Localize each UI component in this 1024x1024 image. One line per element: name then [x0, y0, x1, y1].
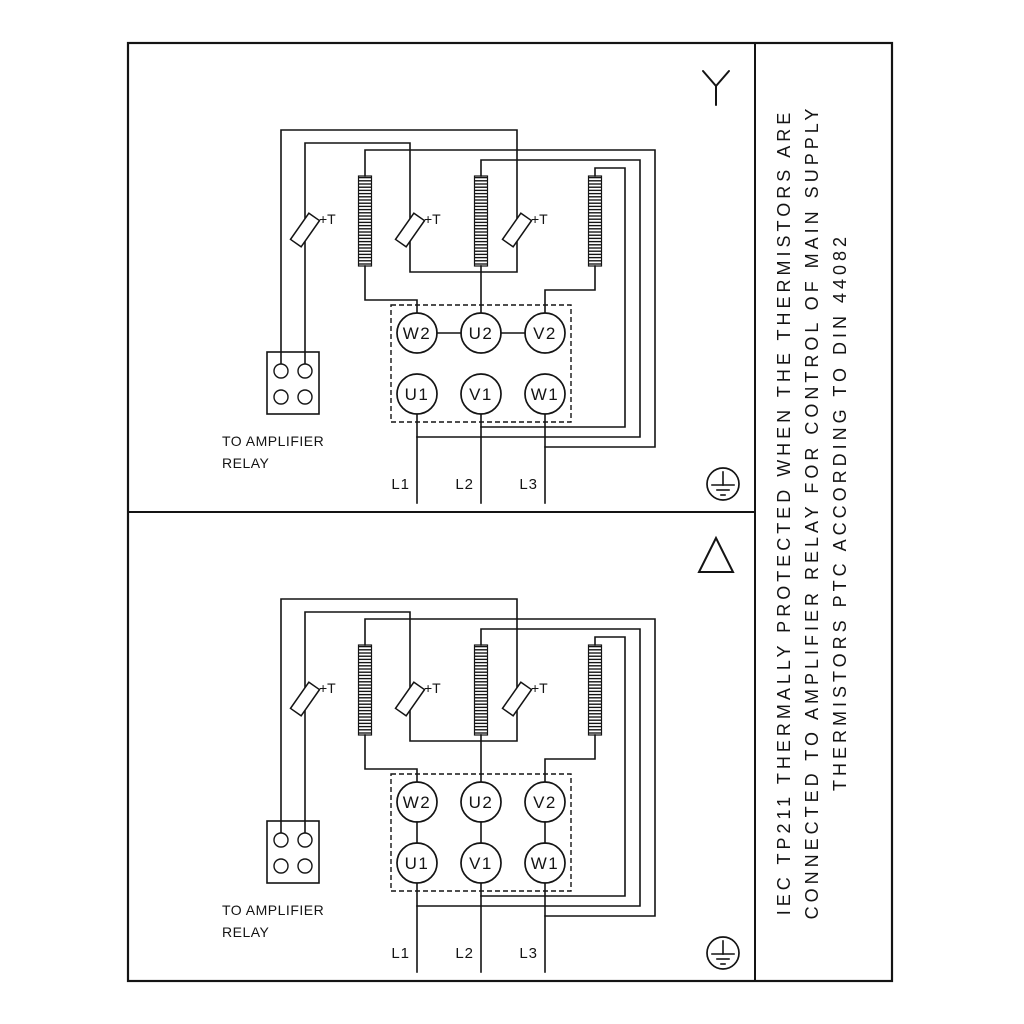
terminal-label: W1 [531, 385, 560, 404]
delta-connection-icon [697, 535, 735, 573]
terminal-label: W1 [531, 854, 560, 873]
side-note: IEC TP211 THERMALLY PROTECTED WHEN THE T… [774, 105, 850, 920]
supply-label-l1: L1 [391, 476, 410, 493]
terminal-label: W2 [403, 324, 432, 343]
supply-label-l1: L1 [391, 945, 410, 962]
side-note-line-2: CONNECTED TO AMPLIFIER RELAY FOR CONTROL… [802, 105, 822, 920]
relay-label: RELAY [222, 455, 270, 471]
terminal-label: U1 [405, 854, 430, 873]
terminal-label: V1 [469, 385, 493, 404]
terminal-label: V2 [533, 793, 557, 812]
supply-label-l3: L3 [519, 945, 538, 962]
relay-label: TO AMPLIFIER [222, 902, 324, 918]
relay-label: TO AMPLIFIER [222, 433, 324, 449]
supply-label-l2: L2 [455, 476, 474, 493]
delta-panel-wiring [266, 598, 740, 973]
thermistor-label: +T [531, 211, 548, 227]
side-note-line-3: THERMISTORS PTC ACCORDING TO DIN 44082 [830, 233, 850, 791]
thermistor-label: +T [424, 680, 441, 696]
thermistor-label: +T [319, 680, 336, 696]
supply-label-l2: L2 [455, 945, 474, 962]
supply-label-l3: L3 [519, 476, 538, 493]
relay-label: RELAY [222, 924, 270, 940]
star-panel-labels: W2 U2 V2 U1 V1 W1 +T +T +T TO AMPLIFIER … [222, 211, 560, 493]
delta-bridge-links [416, 821, 546, 844]
terminal-label: V1 [469, 854, 493, 873]
terminal-label: V2 [533, 324, 557, 343]
delta-panel-labels: W2 U2 V2 U1 V1 W1 +T +T +T TO AMPLIFIER … [222, 680, 560, 962]
star-connection-icon [702, 70, 730, 106]
thermistor-label: +T [319, 211, 336, 227]
terminal-label: W2 [403, 793, 432, 812]
thermistor-label: +T [424, 211, 441, 227]
terminal-label: U2 [469, 324, 494, 343]
star-panel-wiring [266, 129, 740, 504]
side-note-line-1: IEC TP211 THERMALLY PROTECTED WHEN THE T… [774, 109, 794, 915]
thermistor-label: +T [531, 680, 548, 696]
terminal-label: U2 [469, 793, 494, 812]
terminal-label: U1 [405, 385, 430, 404]
